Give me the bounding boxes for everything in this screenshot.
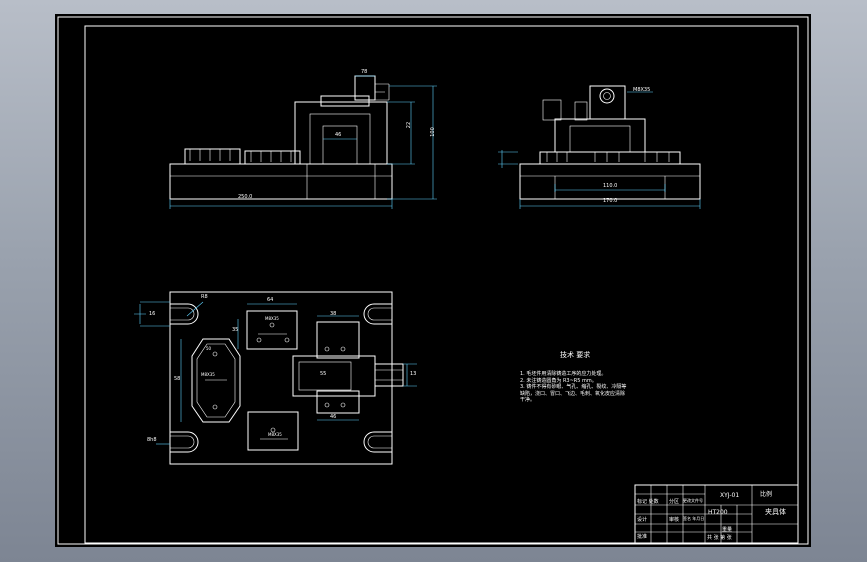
- top-view: [134, 291, 417, 465]
- tb-sheet: 共 张 第 张: [707, 535, 732, 541]
- side-dim-width: 170.0: [603, 198, 618, 204]
- front-dim-height-b: 100: [429, 127, 436, 137]
- title-block: [634, 484, 799, 544]
- tb-label-c: 更改文件号: [683, 498, 703, 503]
- top-pad-1: [246, 310, 298, 350]
- top-dim-clamp-c: 13: [410, 371, 417, 377]
- top-pad-2: [247, 411, 299, 451]
- top-pad1-thread: M8X35: [265, 316, 279, 321]
- notes-line: 缺陷，浇口、冒口、飞边、毛刺、氧化皮应清除: [520, 390, 626, 397]
- tb-part-name: 夹具体: [765, 508, 786, 516]
- top-clamp-screw: [374, 363, 404, 387]
- top-dim-clamp-a: 38: [330, 311, 337, 317]
- front-pad-mid: [244, 150, 301, 165]
- side-clamp-bore: [599, 88, 615, 104]
- top-hex-pad: [191, 338, 241, 423]
- tb-weight: 重量: [722, 527, 733, 533]
- notes-line: 2. 未注铸造圆角为 R3~R5 mm。: [520, 377, 597, 384]
- side-clamp: [589, 85, 626, 120]
- side-dim-inner: 110.0: [603, 183, 618, 189]
- notes-line: 1. 毛坯件用清除铸造工序的应力处理。: [520, 371, 607, 377]
- side-base: [519, 163, 701, 200]
- top-dim-pad1-h: 35: [232, 327, 239, 333]
- tb-checker: 审核: [669, 517, 680, 523]
- tb-label-d: 签名 年月日: [683, 516, 705, 521]
- front-pad-left: [184, 148, 241, 165]
- u-slot-top-right: [363, 303, 392, 325]
- top-dim-side: 58: [174, 376, 181, 382]
- side-view: [498, 85, 701, 209]
- inner-border: [84, 25, 799, 544]
- tb-scale-label: 比例: [760, 491, 773, 498]
- top-pad2-thread: M8X35: [268, 432, 282, 437]
- top-hex-thread: M8X35: [201, 372, 215, 377]
- notes-list: 1. 毛坯件用清除铸造工序的应力处理。 2. 未注铸造圆角为 R3~R5 mm。…: [520, 371, 626, 404]
- top-dim-left-bottom: 8h8: [147, 437, 157, 443]
- top-dim-slot-w: 16: [149, 311, 156, 317]
- top-dim-clamp-label: 55: [320, 371, 327, 377]
- u-slot-top-left: [170, 303, 199, 325]
- tb-approve: 批准: [637, 534, 648, 540]
- side-thread-callout: M8X35: [633, 87, 651, 93]
- front-base: [169, 163, 393, 200]
- outer-border: [57, 16, 809, 545]
- front-dim-width: 250.0: [238, 194, 253, 200]
- cad-drawing: [57, 16, 809, 545]
- tb-designer: 设计: [637, 517, 648, 523]
- top-base: [169, 291, 393, 465]
- side-upright: [554, 118, 646, 153]
- front-dim-height-a: 22: [406, 121, 413, 129]
- notes-title: 技术 要求: [560, 351, 591, 359]
- u-slot-bottom-left: [170, 431, 199, 453]
- top-clamp-upper: [316, 321, 360, 359]
- drawing-sheet: 250.0 78 46 22 100 M8X35 110.0 170.0 R8 …: [55, 14, 811, 547]
- tb-material: HT200: [708, 509, 728, 516]
- top-dim-slot-r: R8: [201, 294, 208, 300]
- tb-label-b: 分区: [669, 499, 680, 505]
- top-clamp-lower: [316, 390, 360, 414]
- tb-drawing-no: XYJ-01: [720, 492, 740, 499]
- front-view: [169, 75, 437, 209]
- top-dim-clamp-b: 46: [330, 414, 337, 420]
- tb-label-a: 标记 处数: [637, 499, 659, 505]
- notes-line: 干净。: [520, 397, 536, 403]
- front-dim-inner: 46: [335, 132, 342, 138]
- u-slot-bottom-right: [363, 431, 392, 453]
- top-dim-pad1-w: 64: [267, 297, 274, 303]
- notes-line: 3. 铸件不得有砂眼、气孔、缩孔、裂纹、冷隔等: [520, 384, 627, 390]
- front-dim-top: 78: [361, 69, 368, 75]
- top-dim-hex: 50: [206, 346, 212, 351]
